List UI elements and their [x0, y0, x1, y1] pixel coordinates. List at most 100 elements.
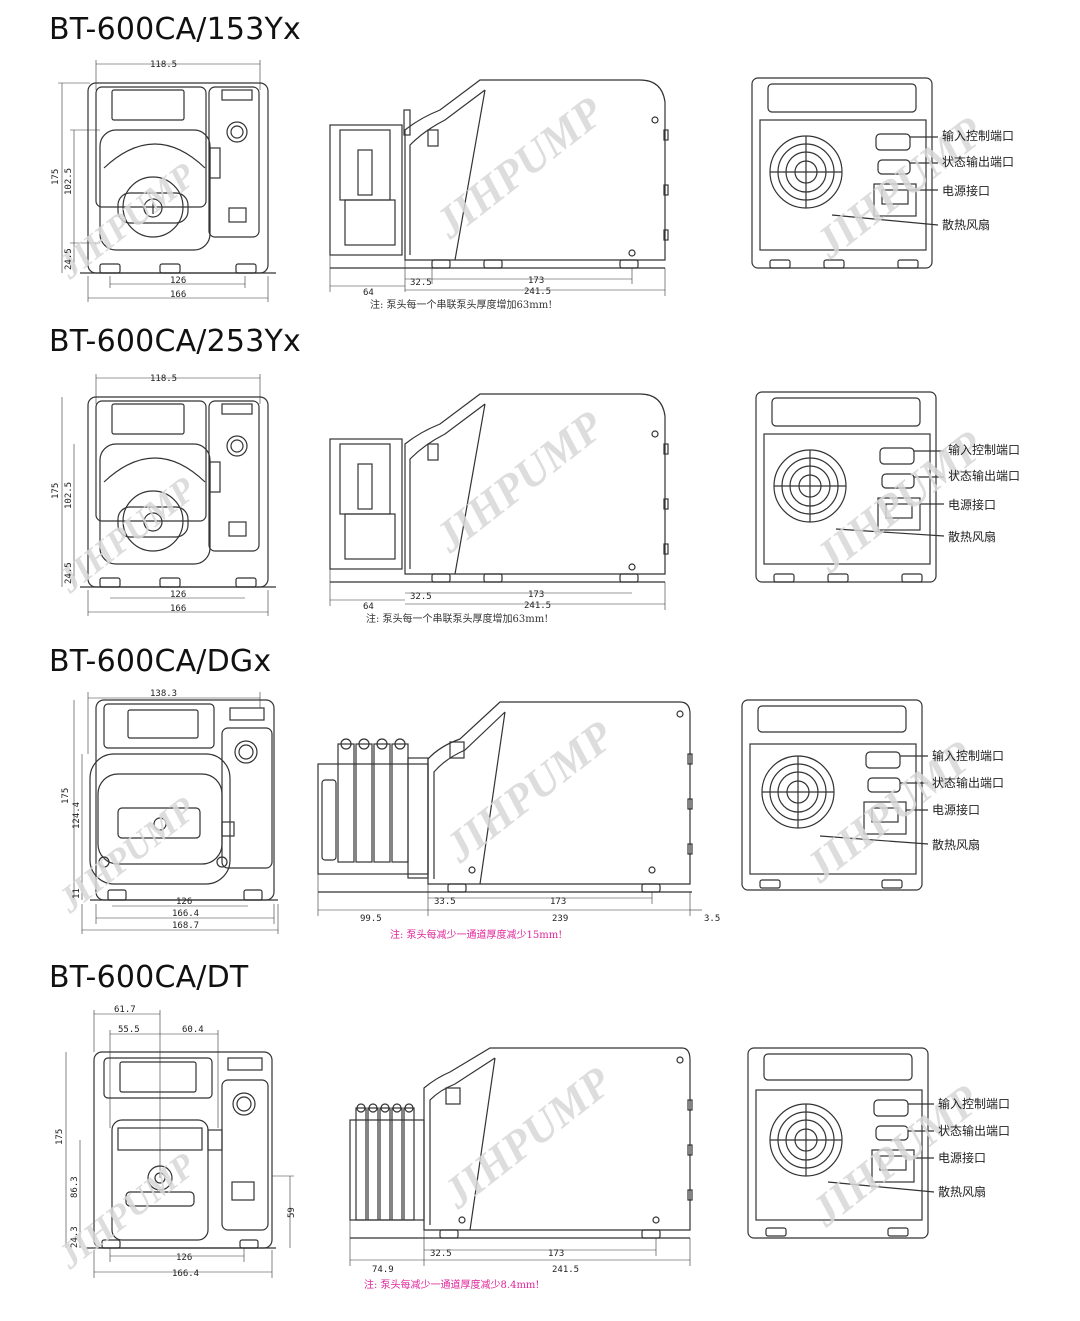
watermark: JIHPUMP [433, 1057, 621, 1219]
dim-side-total: 241.5 [552, 1265, 579, 1275]
model-drawing: JIHPUMP JIHPUMP JIHPUMP 61.7 55.5 60.4 1… [50, 1005, 1011, 1291]
dim-side-left-offset: 32.5 [410, 278, 432, 288]
front-dimensions [73, 692, 279, 934]
model-section-1: BT-600CA/153Yx [0, 0, 1080, 320]
dim-total-width: 166.4 [172, 909, 199, 919]
port-label-status: 状态输出端口 [942, 154, 1014, 169]
side-dimensions [329, 255, 666, 296]
front-view [80, 396, 276, 588]
model-drawing: JIHPUMP JIHPUMP JIHPUMP 138.3 175 124.4 … [50, 689, 1005, 941]
port-label-status: 状态输出端口 [948, 468, 1020, 483]
dim-height: 175 [61, 788, 71, 804]
side-dimensions [349, 1220, 691, 1266]
side-dimensions [329, 569, 666, 610]
watermark: JIHPUMP [425, 401, 613, 563]
dim-side-head: 99.5 [360, 914, 382, 924]
side-dimensions [317, 874, 702, 916]
port-label-status: 状态输出端口 [932, 775, 1004, 790]
model-note: 注: 泵头每减少一通道厚度减少15mm! [390, 928, 562, 941]
back-view [741, 699, 929, 891]
model-title: BT-600CA/153Yx [49, 12, 301, 47]
model-note: 注: 泵头每减少一通道厚度减少8.4mm! [364, 1278, 539, 1291]
dim-right-height: 59 [287, 1207, 297, 1218]
dim-side-head: 74.9 [372, 1265, 394, 1275]
dim-side-mid: 173 [528, 590, 544, 600]
model-drawing: JIHPUMP JIHPUMP JIHPUMP 118.5 175 102.5 … [50, 374, 1020, 625]
dim-top-width: 138.3 [150, 689, 177, 699]
port-label-fan: 散热风扇 [932, 837, 980, 852]
dim-total-width-2: 168.7 [172, 921, 199, 931]
front-dimensions [65, 1010, 294, 1278]
port-label-power: 电源接口 [938, 1150, 986, 1165]
dim-side-left-offset: 33.5 [434, 897, 456, 907]
front-dimensions [58, 60, 269, 302]
dim-side-total: 241.5 [524, 287, 551, 297]
dim-side-mid: 173 [548, 1249, 564, 1259]
dim-side-head: 64 [363, 602, 374, 612]
side-view [349, 1047, 693, 1239]
dim-mid-height: 86.3 [70, 1176, 80, 1198]
dim-top-right: 60.4 [182, 1025, 204, 1035]
model-drawing: JIHPUMP JIHPUMP JIHPUMP 118.5 175 102.5 … [50, 60, 1014, 311]
model-note: 注: 泵头每一个串联泵头厚度增加63mm! [370, 298, 552, 311]
dim-height: 175 [51, 169, 61, 185]
model-section-2: BT-600CA/253Yx [0, 320, 1080, 640]
dim-mid-height: 124.4 [72, 802, 82, 829]
dim-side-left-offset: 32.5 [410, 592, 432, 602]
watermark: JIHPUMP [425, 87, 613, 249]
model-note: 注: 泵头每一个串联泵头厚度增加63mm! [366, 612, 548, 625]
port-label-input: 输入控制端口 [942, 128, 1014, 143]
port-label-power: 电源接口 [948, 497, 996, 512]
dim-side-mid: 173 [528, 276, 544, 286]
dim-side-head: 64 [363, 288, 374, 298]
dim-bottom-height: 24.5 [64, 562, 74, 584]
side-view [317, 701, 693, 893]
port-label-status: 状态输出端口 [938, 1123, 1010, 1138]
dim-height: 175 [51, 483, 61, 499]
side-view [329, 79, 669, 269]
dim-top-width: 61.7 [114, 1005, 136, 1015]
dim-mid-height: 102.5 [64, 482, 74, 509]
port-label-fan: 散热风扇 [948, 529, 996, 544]
front-view [80, 82, 276, 274]
dim-bottom-height: 24.5 [64, 248, 74, 270]
port-label-input: 输入控制端口 [932, 748, 1004, 763]
model-title: BT-600CA/DT [49, 960, 249, 995]
dim-inner-width: 126 [170, 276, 186, 286]
dim-mid-height: 102.5 [64, 168, 74, 195]
model-title: BT-600CA/253Yx [49, 324, 301, 359]
dim-side-total: 239 [552, 914, 568, 924]
port-label-fan: 散热风扇 [938, 1184, 986, 1199]
dim-top-width: 118.5 [150, 60, 177, 70]
dim-top-width: 118.5 [150, 374, 177, 384]
dim-side-total: 241.5 [524, 601, 551, 611]
front-dimensions [61, 374, 269, 616]
dim-inner-width: 126 [176, 1253, 192, 1263]
port-label-input: 输入控制端口 [938, 1096, 1010, 1111]
model-title: BT-600CA/DGx [49, 644, 272, 679]
dim-height: 175 [55, 1129, 65, 1145]
model-section-4: BT-600CA/DT [0, 960, 1080, 1321]
dim-total-width: 166 [170, 604, 186, 614]
back-view [747, 1047, 935, 1239]
front-view [89, 699, 278, 901]
port-label-power: 电源接口 [942, 183, 990, 198]
model-section-3: BT-600CA/DGx [0, 640, 1080, 960]
dim-bottom-height: 24.3 [70, 1226, 80, 1248]
dim-total-width: 166.4 [172, 1269, 199, 1279]
dim-inner-width: 126 [176, 897, 192, 907]
dim-side-mid: 173 [550, 897, 566, 907]
port-label-power: 电源接口 [932, 802, 980, 817]
port-label-input: 输入控制端口 [948, 442, 1020, 457]
dim-inner-width: 126 [170, 590, 186, 600]
side-view [329, 393, 669, 583]
dim-side-left-offset: 32.5 [430, 1249, 452, 1259]
port-label-fan: 散热风扇 [942, 217, 990, 232]
dim-top-left: 55.5 [118, 1025, 140, 1035]
back-view [751, 77, 939, 269]
back-view [755, 391, 945, 583]
dim-bottom-height: 11 [72, 888, 82, 899]
watermark: JIHPUMP [435, 711, 623, 873]
dim-side-right: 3.5 [704, 914, 720, 924]
dim-total-width: 166 [170, 290, 186, 300]
